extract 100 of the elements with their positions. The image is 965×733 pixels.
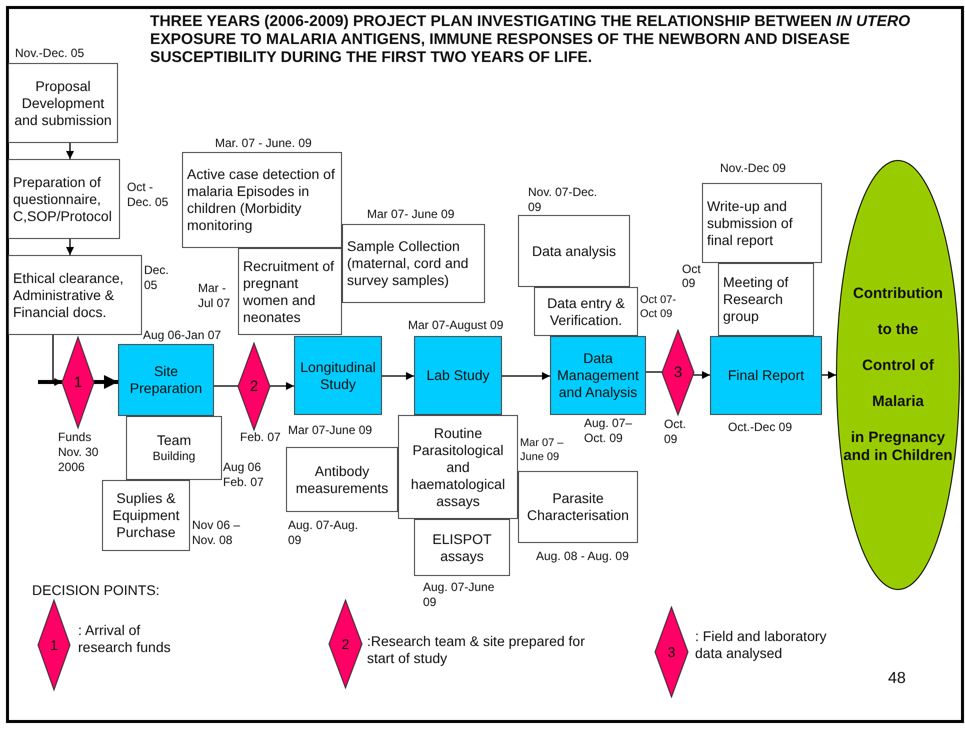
phase-box [710, 336, 822, 415]
decision-diamond [238, 343, 270, 430]
task-label: Suplies & Equipment Purchase [112, 490, 180, 541]
task-box [518, 215, 630, 287]
date-label: Aug. 07-June 09 [423, 580, 496, 610]
date-label: Mar - Jul 07 [198, 281, 232, 311]
date-label: Mar 07 – June 09 [520, 436, 564, 464]
connector-line [214, 385, 238, 387]
date-label: Mar 07- June 09 [367, 207, 456, 222]
task-box [342, 224, 485, 303]
date-label: Oct 09 [682, 262, 702, 290]
task-label: Preparation of questionnaire, C,SOP/Protocol [13, 174, 113, 224]
task-label: Recruitment of pregnant women and neonates [243, 258, 336, 326]
section-heading: DECISION POINTS: [32, 582, 160, 598]
phase-box [294, 336, 382, 415]
task-label: Ethical clearance, Administrative & Financial docs. [13, 270, 125, 320]
decision-number: 1 [74, 374, 82, 392]
task-box [8, 255, 142, 335]
date-label: Aug. 07– Oct. 09 [584, 416, 634, 446]
date-label: Nov. 07-Dec. 09 [528, 185, 598, 215]
task-box [398, 415, 518, 519]
decision-diamond [62, 337, 94, 428]
task-box [182, 152, 342, 248]
goal-text: Malaria [872, 393, 924, 411]
arrow [693, 371, 710, 379]
arrow [270, 382, 294, 390]
task-label: Meeting of Research group [723, 274, 790, 325]
arrow [66, 143, 74, 159]
page-number: 48 [888, 670, 906, 688]
decision-number: 3 [668, 644, 676, 660]
task-label: Data entry & Verification. [546, 294, 626, 328]
date-label: Aug. 07-Aug. 09 [288, 518, 360, 548]
goal-text: Contribution [853, 285, 943, 303]
task-label: Building [152, 449, 196, 464]
task-label: Longitudinal Study [299, 358, 377, 392]
date-label: Nov.-Dec. 05 [15, 46, 86, 61]
task-box [238, 248, 342, 335]
task-label: Data analysis [532, 242, 616, 260]
task-label: ELISPOT assays [431, 530, 493, 564]
date-label: Oct. 09 [664, 417, 688, 447]
decision-diamond [655, 607, 688, 697]
task-box [414, 519, 510, 576]
arrow [502, 372, 550, 380]
date-label: Mar 07-June 09 [288, 423, 374, 438]
decision-number: 2 [250, 378, 258, 396]
date-label: Oct 07- Oct 09 [640, 293, 678, 321]
task-box [702, 183, 822, 263]
goal-text: to the [878, 321, 918, 339]
decision-number: 2 [342, 636, 350, 652]
connector-line [38, 380, 62, 384]
task-label: Lab Study [426, 367, 490, 384]
task-label: Site Preparation [128, 363, 204, 397]
goal-text: Control of [862, 357, 934, 375]
arrow [94, 375, 118, 389]
date-label: Aug 06 Feb. 07 [223, 460, 265, 490]
task-label: Final Report [728, 367, 804, 384]
phase-box [414, 336, 502, 415]
task-label: Active case detection of malaria Episodes in children (Morbidity monitoring [187, 166, 336, 234]
task-box [718, 263, 814, 336]
task-label: Data Management and Analysis [556, 350, 640, 401]
decision-number: 3 [674, 364, 682, 382]
connector-line [646, 371, 662, 373]
date-label: Feb. 07 [240, 430, 282, 445]
decision-diamond [662, 330, 694, 415]
phase-box [118, 344, 214, 416]
decision-description: :Research team & site prepared for start of study [367, 633, 586, 667]
task-box [8, 63, 118, 143]
arrow [382, 372, 414, 380]
date-label: Dec. 05 [144, 263, 170, 293]
date-label: Oct - Dec. 05 [127, 180, 170, 210]
task-label: Proposal Development and submission [13, 78, 113, 128]
date-label: Aug. 08 - Aug. 09 [536, 549, 630, 564]
diagram-title: THREE YEARS (2006-2009) PROJECT PLAN INVESTIGATING THE RELATIONSHIP BETWEEN IN UTERO EXPOSURE TO MALARIA ANTIGENS, IMMUNE RESPONSES OF THE NEWBORN AND DISEASE SUSCEPTIBILITY DURING THE FIRST TWO YEARS OF LIFE. [150, 13, 912, 67]
date-label: Mar 07-August 09 [408, 318, 504, 333]
arrow [822, 371, 836, 379]
decision-description: : Field and laboratory data analysed [695, 628, 828, 662]
decision-number: 1 [50, 636, 58, 654]
date-label: Aug 06-Jan 07 [143, 328, 222, 343]
decision-diamond [38, 600, 70, 690]
decision-description: : Arrival of research funds [78, 622, 172, 656]
task-box [534, 287, 638, 336]
task-box [518, 471, 638, 543]
task-label: Routine Parasitological and haematological assays [410, 424, 506, 510]
goal-text: in Pregnancy and in Children [842, 429, 954, 465]
task-label: Parasite Characterisation [526, 490, 630, 524]
date-label: Nov.-Dec 09 [720, 161, 787, 176]
goal-ellipse [836, 160, 960, 590]
date-label: Oct.-Dec 09 [728, 420, 794, 435]
task-label: Sample Collection (maternal, cord and survey samples) [347, 238, 470, 289]
date-label: Mar. 07 - June. 09 [215, 136, 313, 151]
decision-diamond [329, 600, 362, 688]
task-box [126, 416, 222, 480]
task-box [8, 159, 120, 239]
phase-box [550, 336, 646, 415]
date-label: Funds Nov. 30 2006 [58, 430, 100, 475]
arrow [66, 239, 74, 255]
task-label: Antibody measurements [294, 462, 390, 496]
task-label: Team [156, 432, 192, 449]
task-box [286, 447, 398, 512]
date-label: Nov 06 – Nov. 08 [192, 518, 242, 548]
